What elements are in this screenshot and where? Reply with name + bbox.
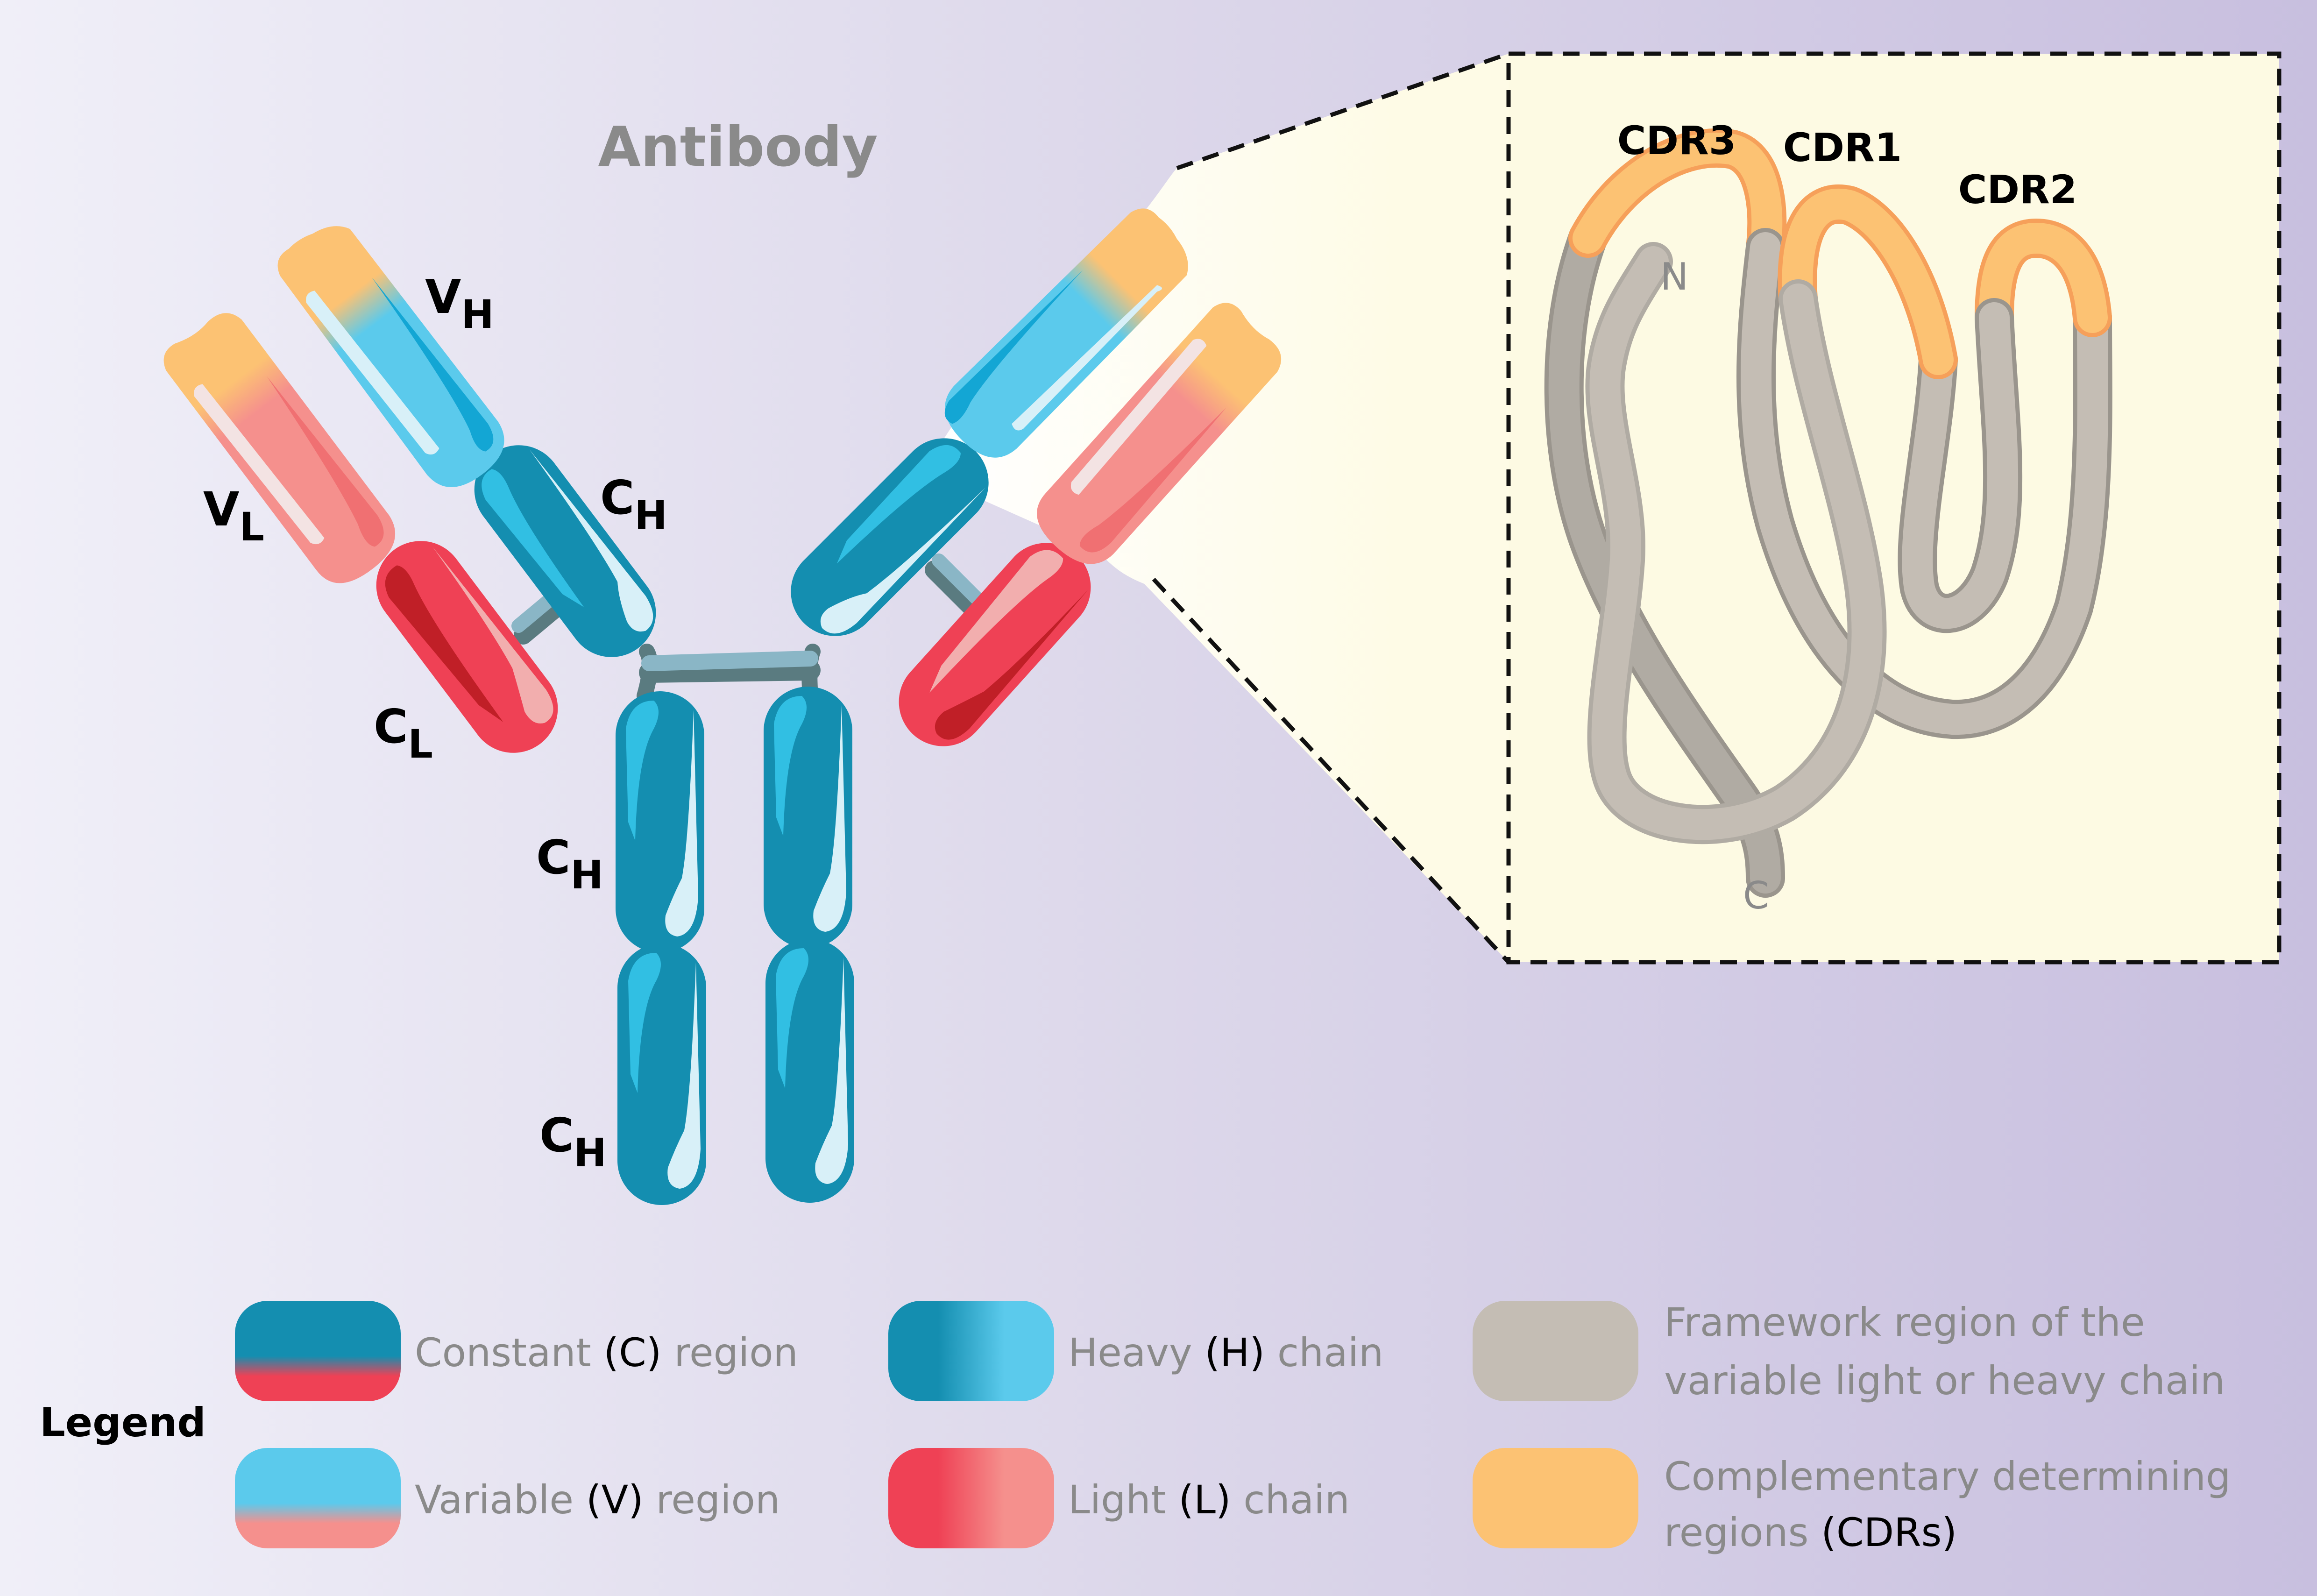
zoom-line-top	[1176, 51, 1509, 170]
legend-item-variable: Variable (V) region	[235, 1448, 780, 1548]
cl-domain-right	[899, 543, 1091, 746]
vl-label: VL	[203, 482, 264, 550]
svg-text:Complementary determining: Complementary determining	[1664, 1454, 2231, 1499]
cdr3-label: CDR3	[1617, 118, 1736, 163]
framework-strand	[1902, 302, 2019, 629]
legend-item-light: Light (L) chain	[888, 1448, 1350, 1548]
vl-domain-left	[163, 313, 396, 583]
legend-swatch-constant	[235, 1301, 401, 1401]
legend-swatch-heavy	[888, 1301, 1054, 1401]
svg-text:variable light or heavy chain: variable light or heavy chain	[1664, 1358, 2225, 1404]
zoom-line-bottom	[1152, 577, 1510, 964]
n-terminus-label: N	[1660, 255, 1688, 298]
vl-domain-right	[1037, 303, 1282, 564]
svg-text:Heavy (H) chain: Heavy (H) chain	[1068, 1330, 1383, 1376]
vh-domain-left	[277, 226, 504, 487]
vh-label: VH	[425, 270, 494, 337]
legend: Legend Constant (C) region Variable (V) …	[40, 1299, 2231, 1555]
legend-swatch-light	[888, 1448, 1054, 1548]
svg-text:regions (CDRs): regions (CDRs)	[1664, 1510, 1957, 1555]
ch3-domain-left	[617, 943, 706, 1205]
legend-swatch-framework	[1473, 1301, 1638, 1401]
legend-swatch-variable	[235, 1448, 401, 1548]
ch1-domain-right	[791, 438, 989, 636]
legend-item-framework: Framework region of the variable light o…	[1473, 1299, 2225, 1404]
ch1-label: CH	[600, 470, 667, 538]
cl-label: CL	[374, 699, 433, 767]
cdr2-label: CDR2	[1958, 167, 2077, 213]
cdr2-loop	[1979, 223, 2108, 333]
protein-fold	[1544, 128, 2112, 898]
vh-domain-right	[944, 208, 1188, 458]
legend-heading: Legend	[40, 1399, 206, 1446]
svg-text:Light (L) chain: Light (L) chain	[1068, 1477, 1350, 1523]
legend-item-heavy: Heavy (H) chain	[888, 1301, 1383, 1401]
ch3-domain-right	[765, 939, 854, 1203]
legend-item-constant: Constant (C) region	[235, 1301, 798, 1401]
cl-domain-left	[376, 541, 558, 753]
cdr-inset: CDR3 CDR1 CDR2 N C	[925, 51, 2282, 965]
ch2-domain-right	[764, 687, 852, 948]
ch2-label: CH	[536, 830, 603, 898]
svg-text:Variable (V) region: Variable (V) region	[415, 1477, 780, 1523]
antibody-structure: VH VL CH CL CH CH	[163, 208, 1282, 1205]
cdr3-loop	[1573, 132, 1783, 263]
framework-strand	[1741, 232, 2108, 735]
ch3-label: CH	[539, 1108, 607, 1176]
cdr1-loop	[1782, 189, 1954, 375]
ch2-domain-left	[616, 691, 704, 953]
svg-text:Constant (C) region: Constant (C) region	[415, 1330, 798, 1376]
legend-item-cdr: Complementary determining regions (CDRs)	[1473, 1448, 2231, 1555]
svg-text:Framework region of the: Framework region of the	[1664, 1299, 2145, 1345]
legend-swatch-cdr	[1473, 1448, 1638, 1548]
cdr1-label: CDR1	[1783, 125, 1902, 170]
ch1-domain-left	[474, 445, 656, 657]
diagram-title: Antibody	[598, 114, 878, 179]
c-terminus-label: C	[1743, 874, 1769, 917]
framework-strand	[1589, 246, 1883, 840]
